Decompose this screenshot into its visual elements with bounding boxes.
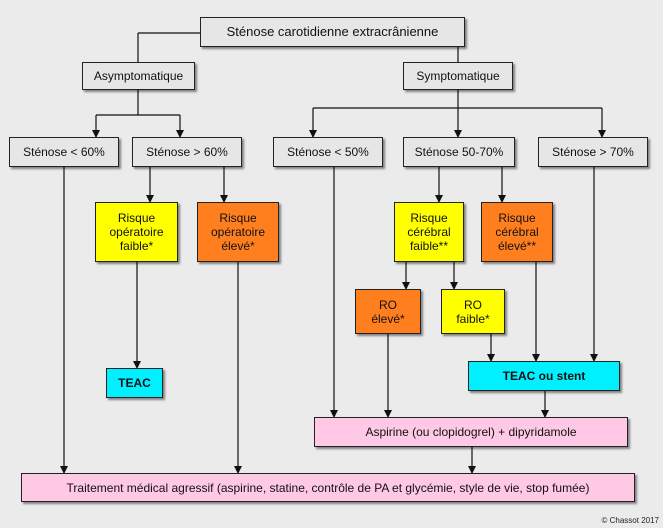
node-stenose-gt70-label: Sténose > 70% [552,145,634,159]
node-risque-op-eleve-label: Risque opératoire élevé* [210,211,266,253]
node-teac-stent: TEAC ou stent [468,361,620,391]
node-traitement-label: Traitement médical agressif (aspirine, s… [66,480,590,495]
node-stenose-lt60-label: Sténose < 60% [23,145,105,159]
node-risque-op-eleve: Risque opératoire élevé* [197,202,279,262]
node-risque-cer-eleve: Risque cérébral élevé** [481,202,553,262]
node-title-label: Sténose carotidienne extracrânienne [226,24,439,39]
node-risque-cer-faible: Risque cérébral faible** [394,202,464,262]
node-stenose-lt60: Sténose < 60% [9,137,119,167]
node-ro-eleve: RO élevé* [355,289,421,334]
copyright: © Chassot 2017 [601,516,659,525]
node-stenose-50-70: Sténose 50-70% [403,137,515,167]
node-traitement: Traitement médical agressif (aspirine, s… [21,473,635,502]
node-stenose-lt50-label: Sténose < 50% [287,145,369,159]
node-stenose-gt60-label: Sténose > 60% [146,145,228,159]
node-asymptomatique-label: Asymptomatique [93,69,184,83]
node-ro-faible: RO faible* [441,289,505,334]
node-stenose-gt70: Sténose > 70% [538,137,648,167]
node-title: Sténose carotidienne extracrânienne [200,17,465,47]
node-aspirine-label: Aspirine (ou clopidogrel) + dipyridamole [365,425,577,439]
node-stenose-lt50: Sténose < 50% [273,137,383,167]
node-risque-op-faible-label: Risque opératoire faible* [109,211,164,253]
node-ro-eleve-label: RO élevé* [371,297,405,326]
node-teac: TEAC [106,368,163,398]
node-teac-stent-label: TEAC ou stent [502,369,586,383]
node-symptomatique: Symptomatique [403,62,513,90]
node-symptomatique-label: Symptomatique [416,69,500,83]
node-stenose-50-70-label: Sténose 50-70% [414,145,504,159]
node-teac-label: TEAC [118,376,151,390]
node-stenose-gt60: Sténose > 60% [132,137,242,167]
node-asymptomatique: Asymptomatique [82,62,195,90]
node-ro-faible-label: RO faible* [456,297,490,326]
node-risque-op-faible: Risque opératoire faible* [95,202,178,262]
node-risque-cer-eleve-label: Risque cérébral élevé** [495,211,539,253]
node-aspirine: Aspirine (ou clopidogrel) + dipyridamole [314,417,628,447]
node-risque-cer-faible-label: Risque cérébral faible** [407,211,451,253]
